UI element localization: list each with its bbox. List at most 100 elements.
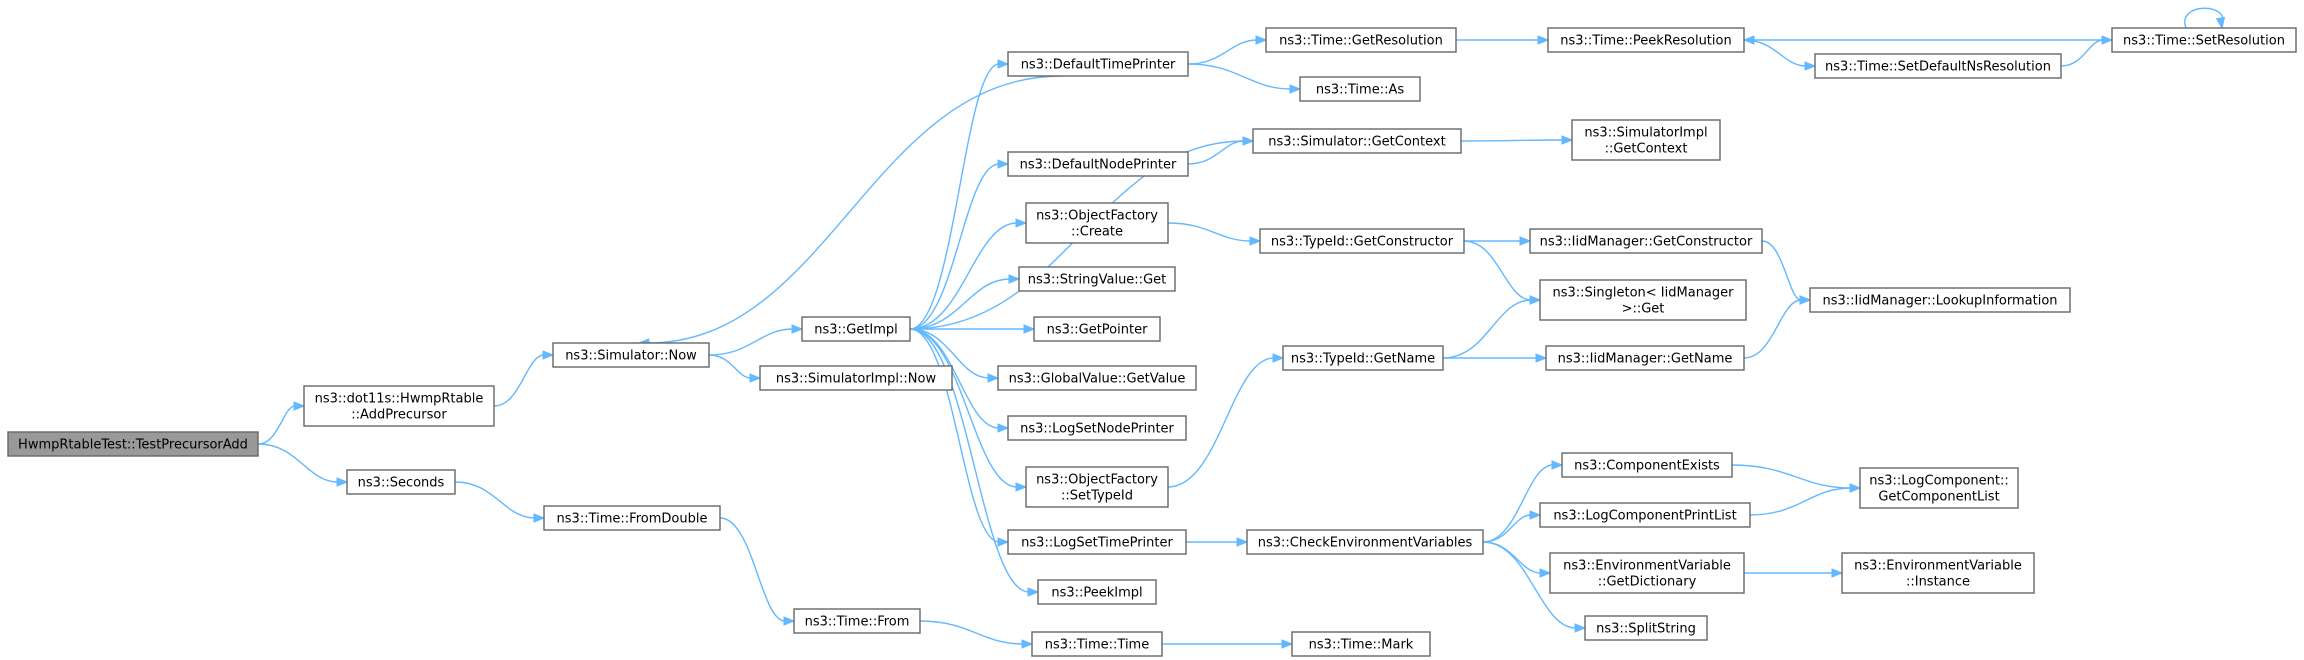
node-box: [1547, 27, 1745, 53]
node-typeIdGetCtor[interactable]: ns3::TypeId::GetConstructor: [1259, 228, 1465, 254]
node-timeSetDefNsRes[interactable]: ns3::Time::SetDefaultNsResolution: [1814, 53, 2062, 79]
node-box: [346, 469, 456, 495]
edge-line: [1743, 299, 1802, 359]
node-label: ns3::PeekImpl: [1051, 586, 1142, 601]
edge-ofCreate-to-typeIdGetCtor: [1167, 222, 1262, 246]
edge-root-to-seconds: [257, 443, 349, 487]
node-envGetDict[interactable]: ns3::EnvironmentVariable::GetDictionary: [1549, 552, 1745, 594]
node-label: GetComponentList: [1878, 490, 1999, 505]
node-getImpl[interactable]: ns3::GetImpl: [801, 316, 911, 342]
node-seconds[interactable]: ns3::Seconds: [346, 469, 456, 495]
node-box: [1265, 27, 1457, 53]
edge-defTimePrinter-to-timeGetRes: [1187, 35, 1268, 65]
edge-typeIdGetName-to-iidGetName: [1443, 353, 1548, 363]
node-timeTime[interactable]: ns3::Time::Time: [1031, 631, 1163, 657]
edge-typeIdGetCtor-to-singletonGet: [1463, 240, 1542, 305]
edge-arrowhead: [1015, 482, 1028, 492]
node-timeAs[interactable]: ns3::Time::As: [1299, 76, 1421, 102]
node-typeIdGetName[interactable]: ns3::TypeId::GetName: [1282, 345, 1444, 371]
edge-arrowhead: [791, 324, 804, 334]
edge-getImpl-to-ofCreate: [909, 218, 1028, 330]
node-simNow[interactable]: ns3::Simulator::Now: [552, 342, 710, 368]
node-getPointer[interactable]: ns3::GetPointer: [1033, 316, 1161, 342]
node-label: ns3::EnvironmentVariable: [1854, 559, 2022, 574]
node-defTimePrinter[interactable]: ns3::DefaultTimePrinter: [1007, 51, 1189, 77]
node-singletonGet[interactable]: ns3::Singleton< IidManager>::Get: [1539, 279, 1747, 321]
node-label: ns3::Time::SetDefaultNsResolution: [1825, 60, 2051, 75]
node-label: ns3::Time::SetResolution: [2123, 34, 2285, 49]
node-ofCreate[interactable]: ns3::ObjectFactory::Create: [1025, 202, 1169, 244]
node-box: [801, 316, 911, 342]
node-simImplGetContext[interactable]: ns3::SimulatorImpl::GetContext: [1571, 119, 1721, 161]
node-box: [543, 505, 721, 531]
node-label: ns3::ComponentExists: [1574, 459, 1720, 474]
node-label: ns3::IidManager::LookupInformation: [1822, 294, 2057, 309]
node-box: [2111, 27, 2297, 53]
node-box: [1545, 345, 1745, 371]
node-timePeekRes[interactable]: ns3::Time::PeekResolution: [1547, 27, 1745, 53]
node-checkEnv[interactable]: ns3::CheckEnvironmentVariables: [1246, 529, 1484, 555]
node-logCompGetList[interactable]: ns3::LogComponent::GetComponentList: [1859, 467, 2019, 509]
node-simImplNow[interactable]: ns3::SimulatorImpl::Now: [759, 365, 953, 391]
node-logSetNodePrinter[interactable]: ns3::LogSetNodePrinter: [1007, 415, 1187, 441]
node-label: ns3::Simulator::Now: [565, 349, 697, 364]
edge-defNodePrinter-to-simGetContext: [1187, 136, 1255, 165]
node-box: [1252, 128, 1462, 154]
edge-arrowhead: [1537, 35, 1550, 45]
node-box: [1025, 466, 1169, 508]
node-box: [1031, 631, 1163, 657]
node-compExists[interactable]: ns3::ComponentExists: [1561, 452, 1733, 478]
node-ofSetTypeId[interactable]: ns3::ObjectFactory::SetTypeId: [1025, 466, 1169, 508]
node-simGetContext[interactable]: ns3::Simulator::GetContext: [1252, 128, 1462, 154]
edge-line: [1761, 240, 1802, 301]
edge-defTimePrinter-to-timeAs: [1187, 63, 1302, 94]
node-iidGetCtor[interactable]: ns3::IidManager::GetConstructor: [1529, 228, 1763, 254]
edge-fromDouble-to-timeFrom: [719, 517, 796, 626]
edge-line: [1482, 514, 1532, 543]
edge-line: [1167, 357, 1275, 488]
node-timeFrom[interactable]: ns3::Time::From: [793, 608, 921, 634]
edge-arrowhead: [1255, 35, 1268, 45]
node-label: ns3::LogSetTimePrinter: [1021, 536, 1173, 551]
node-label: ns3::Time::FromDouble: [557, 512, 708, 527]
node-label: ns3::ObjectFactory: [1036, 473, 1158, 488]
node-peekImpl[interactable]: ns3::PeekImpl: [1037, 579, 1157, 605]
edge-logSetTimePrinter-to-checkEnv: [1185, 537, 1249, 547]
edge-timeGetRes-to-timePeekRes: [1456, 35, 1550, 45]
edge-arrowhead: [336, 477, 349, 487]
node-timeSetRes[interactable]: ns3::Time::SetResolution: [2111, 27, 2297, 53]
node-strValGet[interactable]: ns3::StringValue::Get: [1018, 266, 1176, 292]
edge-arrowhead: [1281, 639, 1294, 649]
edge-timeFrom-to-timeTime: [919, 620, 1034, 649]
edge-arrowhead: [1272, 353, 1285, 363]
node-box: [1529, 228, 1763, 254]
node-timeGetRes[interactable]: ns3::Time::GetResolution: [1265, 27, 1457, 53]
edge-arrowhead: [997, 537, 1010, 547]
edge-arrowhead: [1027, 587, 1040, 597]
node-defNodePrinter[interactable]: ns3::DefaultNodePrinter: [1007, 151, 1189, 177]
edge-arrowhead: [2215, 16, 2226, 30]
node-fromDouble[interactable]: ns3::Time::FromDouble: [543, 505, 721, 531]
node-splitString[interactable]: ns3::SplitString: [1584, 615, 1708, 641]
edge-getImpl-to-defNodePrinter: [909, 159, 1010, 330]
node-envInstance[interactable]: ns3::EnvironmentVariable::Instance: [1841, 552, 2035, 594]
node-logCompPrintList[interactable]: ns3::LogComponentPrintList: [1539, 502, 1751, 528]
node-iidGetName[interactable]: ns3::IidManager::GetName: [1545, 345, 1745, 371]
edge-line: [1187, 140, 1245, 165]
node-label: HwmpRtableTest::TestPrecursorAdd: [18, 438, 248, 453]
node-iidLookupInfo[interactable]: ns3::IidManager::LookupInformation: [1809, 287, 2071, 313]
node-box: [793, 608, 921, 634]
node-root[interactable]: HwmpRtableTest::TestPrecursorAdd: [7, 431, 259, 457]
node-logSetTimePrinter[interactable]: ns3::LogSetTimePrinter: [1007, 529, 1187, 555]
node-gvGetValue[interactable]: ns3::GlobalValue::GetValue: [997, 365, 1197, 391]
node-addPrecursor[interactable]: ns3::dot11s::HwmpRtable::AddPrecursor: [303, 385, 495, 427]
edge-arrowhead: [1519, 236, 1532, 246]
node-label: ns3::GetImpl: [814, 323, 898, 338]
node-timeMark[interactable]: ns3::Time::Mark: [1291, 631, 1431, 657]
edge-line: [1482, 541, 1542, 574]
edge-line: [909, 163, 1000, 330]
node-box: [1549, 552, 1745, 594]
edge-line: [493, 354, 545, 407]
node-label: ns3::TypeId::GetConstructor: [1271, 235, 1454, 250]
node-box: [1007, 151, 1189, 177]
